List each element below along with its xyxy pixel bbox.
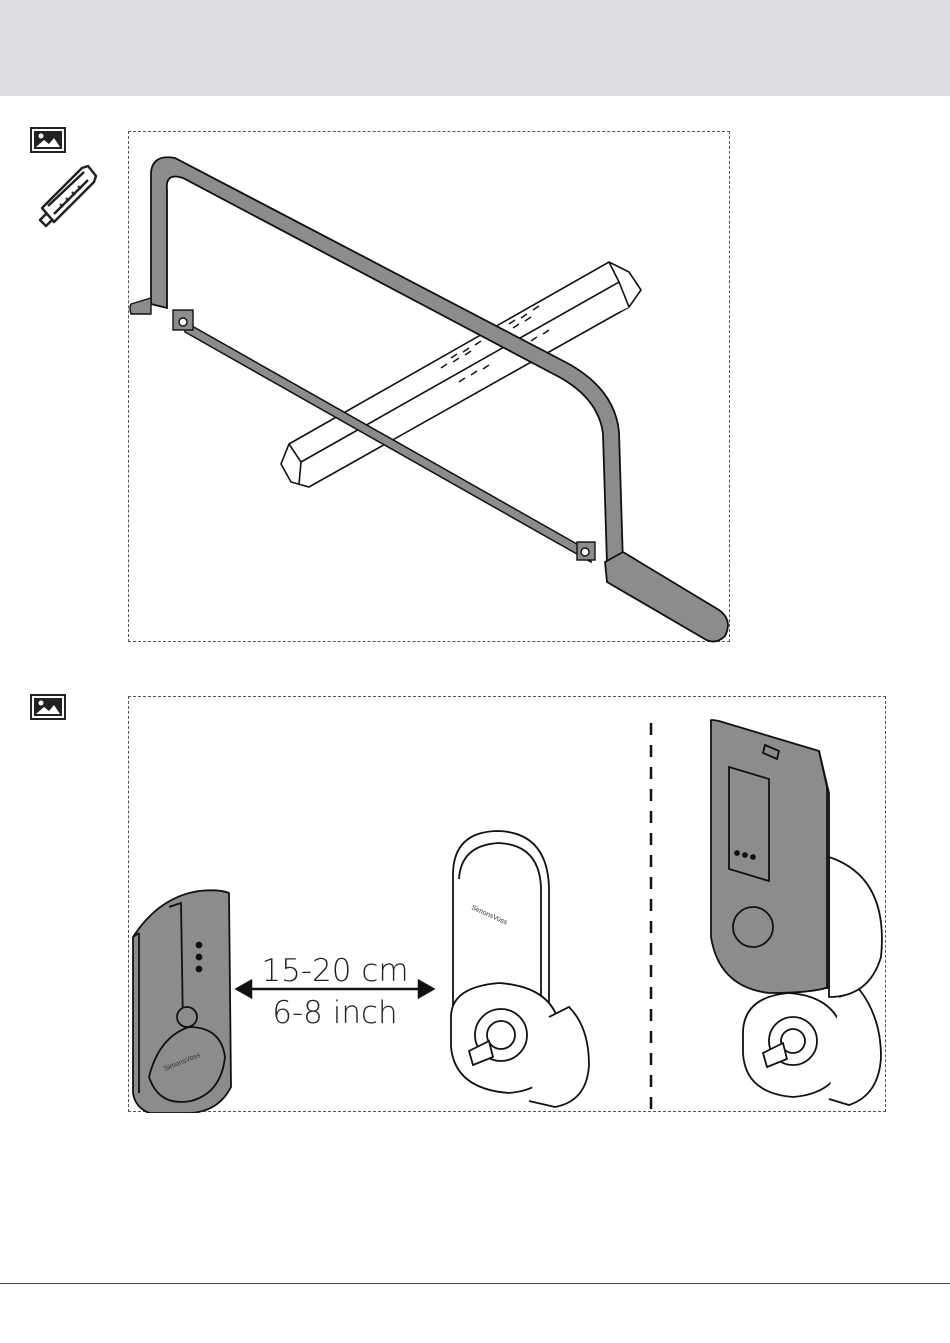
image-icon — [30, 127, 66, 153]
hacksaw-illustration-panel — [128, 131, 730, 642]
header-band — [0, 0, 950, 96]
distance-inch-label: 6-8 inch — [272, 995, 397, 1031]
saw-frame — [151, 157, 623, 564]
hacksaw-illustration — [129, 132, 731, 643]
hacksaw-icon — [36, 160, 106, 230]
attached-device — [711, 720, 882, 1105]
footer-rule — [0, 1283, 950, 1284]
distance-illustration-panel: SimonsVoss 15-20 cm 6-8 inch SimonsVoss — [128, 696, 886, 1112]
image-icon-2 — [30, 694, 66, 720]
lock-cylinder — [451, 831, 589, 1107]
saw-handle — [605, 552, 728, 642]
rod — [281, 262, 641, 487]
distance-illustration: SimonsVoss 15-20 cm 6-8 inch SimonsVoss — [129, 697, 887, 1113]
distance-cm-label: 15-20 cm — [261, 953, 408, 989]
programming-device — [133, 890, 231, 1113]
